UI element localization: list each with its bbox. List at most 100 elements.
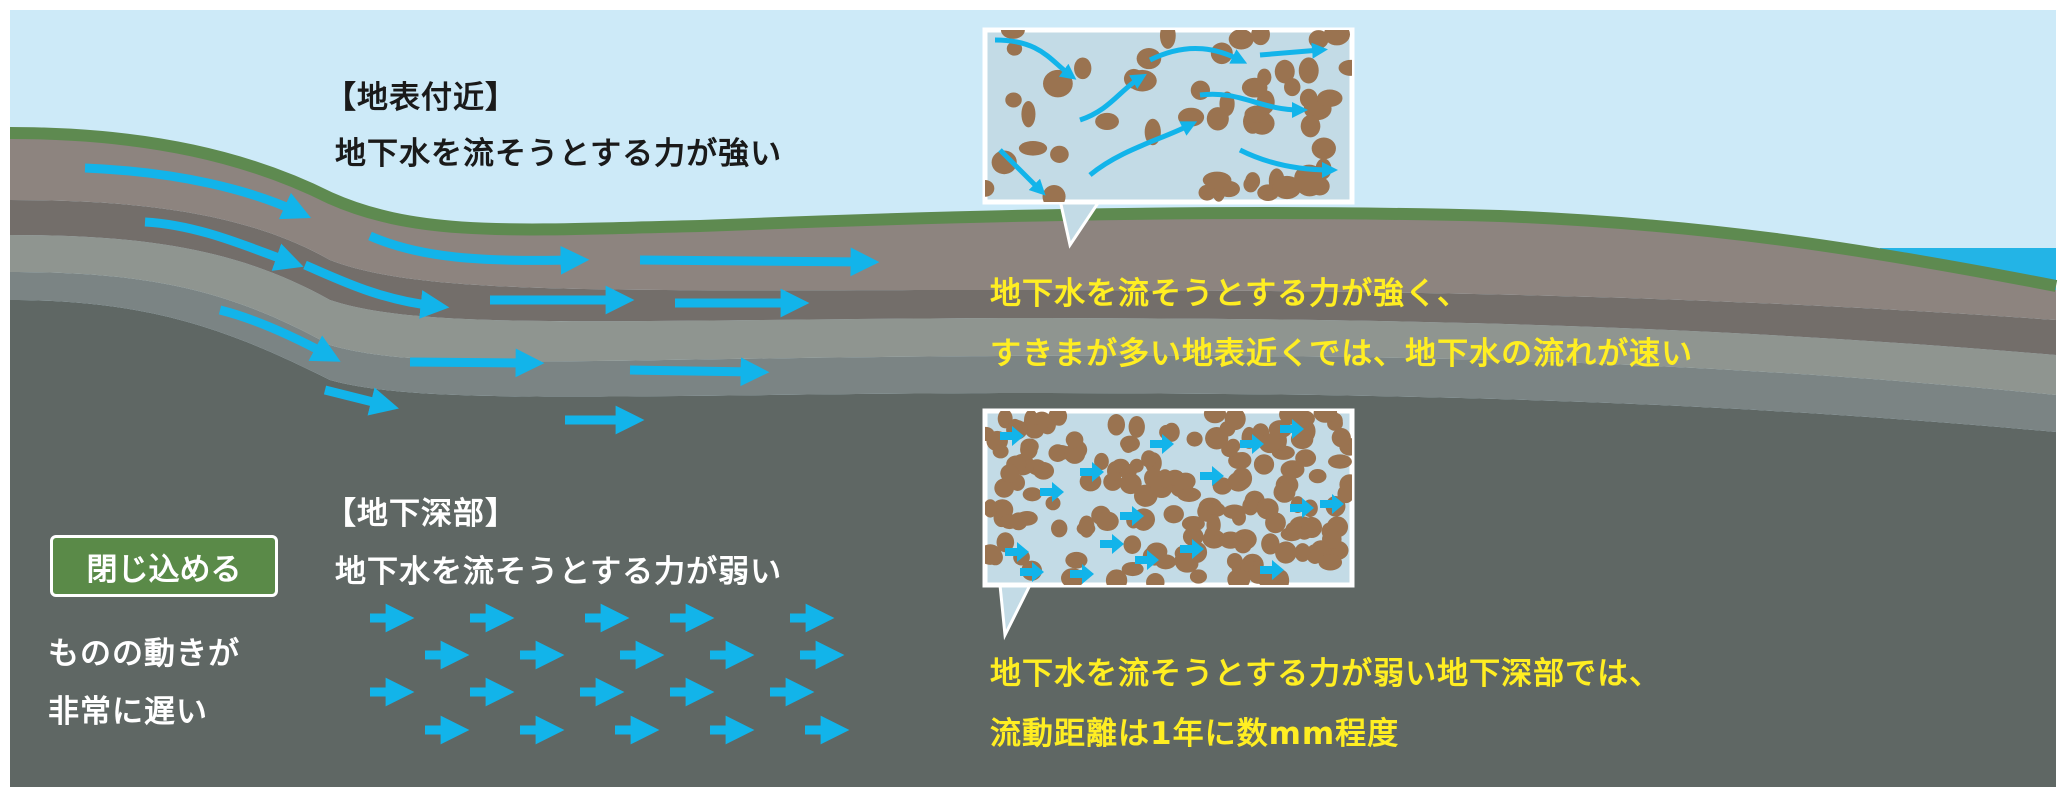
- soil-grain: [1111, 458, 1130, 473]
- flow-arrow: [1200, 466, 1224, 486]
- soil-grain: [1273, 481, 1296, 503]
- soil-grain: [1318, 554, 1343, 571]
- layer-1: [10, 135, 2056, 320]
- soil-grain: [1042, 185, 1066, 202]
- soil-grain: [1219, 420, 1236, 437]
- soil-grain: [1337, 484, 1352, 504]
- groundwater-flow-arrows: [84, 163, 880, 435]
- soil-grain: [1311, 137, 1336, 160]
- soil-grain: [1256, 498, 1279, 520]
- soil-grain: [1203, 411, 1227, 424]
- soil-grain: [1121, 437, 1136, 453]
- surface-callout-line1: 地下水を流そうとする力が強く、: [990, 276, 1470, 312]
- soil-grain: [1301, 516, 1323, 539]
- flow-arrow: [323, 385, 399, 416]
- soil-grain: [1065, 551, 1088, 569]
- soil-grain: [1228, 30, 1254, 50]
- soil-grain: [1274, 59, 1295, 84]
- deep-subheading: 地下水を流そうとする力が弱い: [335, 554, 783, 590]
- flow-arrow: [1180, 539, 1204, 559]
- layer-4: [10, 272, 2056, 432]
- soil-grain: [1021, 100, 1036, 128]
- soil-grain: [1121, 561, 1144, 577]
- soil-grain: [1000, 464, 1020, 483]
- flow-arrow: [409, 348, 545, 378]
- deep-magnifier: [982, 408, 1355, 641]
- soil-grain: [1206, 514, 1221, 537]
- flow-arrow: [1199, 91, 1308, 118]
- soil-grain: [1141, 450, 1157, 468]
- soil-grain: [1174, 549, 1198, 572]
- soil-grain: [1065, 431, 1084, 449]
- soil-grain: [1202, 171, 1232, 189]
- soil-grain: [1338, 59, 1352, 76]
- soil-grain: [996, 532, 1015, 553]
- flow-arrow: [1000, 426, 1024, 446]
- soil-grain: [1159, 30, 1176, 49]
- flow-arrow: [1280, 419, 1304, 439]
- soil-grain: [1226, 438, 1241, 454]
- flow-arrow: [1150, 434, 1174, 454]
- flow-arrow: [303, 260, 450, 319]
- flow-arrow: [218, 305, 341, 362]
- soil-grain: [1313, 411, 1338, 423]
- surface-subheading: 地下水を流そうとする力が強い: [335, 136, 783, 172]
- soil-grain: [1074, 57, 1092, 80]
- soil-grain: [1119, 473, 1142, 495]
- flow-arrow: [1040, 482, 1064, 502]
- soil-grain: [1331, 428, 1351, 448]
- flow-arrow: [639, 247, 880, 277]
- soil-grain: [1272, 175, 1302, 200]
- soil-grain: [1005, 92, 1022, 108]
- soil-grain: [1051, 411, 1067, 426]
- soil-grain: [1016, 510, 1038, 526]
- soil-grain: [1198, 184, 1216, 201]
- soil-grain: [1227, 568, 1251, 585]
- flow-arrow: [629, 357, 770, 387]
- soil-grain: [1317, 89, 1343, 107]
- grass-surface: [9, 127, 2058, 292]
- soil-grain: [1182, 526, 1204, 547]
- soil-grain: [1222, 504, 1247, 520]
- soil-grain: [1178, 107, 1205, 127]
- flow-arrow: [368, 231, 590, 275]
- soil-grain: [1279, 411, 1303, 425]
- flow-arrow: [1238, 147, 1338, 178]
- layer-2: [10, 200, 2056, 355]
- flow-arrow: [1320, 494, 1344, 514]
- soil-grain: [1045, 496, 1061, 511]
- soil-grain: [1033, 462, 1055, 480]
- soil-grain: [1328, 454, 1352, 469]
- soil-grain: [1096, 511, 1119, 532]
- soil-grain: [1048, 444, 1067, 462]
- soil-grain: [1181, 515, 1205, 532]
- soil-grain: [1159, 424, 1174, 440]
- soil-grain: [1212, 477, 1233, 495]
- containment-line2: 非常に遅い: [48, 694, 208, 730]
- deep-callout-line2: 流動距離は1年に数mm程度: [990, 716, 1400, 752]
- soil-grain: [1295, 449, 1317, 467]
- soil-grain: [1000, 30, 1025, 39]
- soil-grain: [1243, 176, 1259, 193]
- containment-line1: ものの動きが: [48, 636, 240, 672]
- surface-heading: 【地表付近】: [325, 80, 517, 116]
- soil-grain: [991, 150, 1017, 175]
- flow-arrow: [1020, 562, 1044, 582]
- soil-grain: [994, 478, 1015, 498]
- soil-grain: [1298, 57, 1319, 84]
- flow-arrow: [84, 163, 312, 220]
- flow-arrow: [1290, 498, 1314, 518]
- soil-grain: [1280, 460, 1305, 479]
- soil-grain: [1306, 544, 1324, 564]
- soil-grain: [1022, 487, 1042, 502]
- soil-grain: [1078, 515, 1095, 538]
- soil-grain: [1299, 88, 1318, 109]
- flow-arrow: [994, 37, 1077, 80]
- flow-arrow: [1120, 506, 1144, 526]
- flow-arrow: [1135, 550, 1159, 570]
- flow-arrow: [1079, 73, 1147, 123]
- soil-grain: [1020, 439, 1038, 460]
- soil-grain: [1025, 424, 1044, 439]
- soil-grain: [1308, 468, 1327, 484]
- soil-grain: [1050, 519, 1068, 538]
